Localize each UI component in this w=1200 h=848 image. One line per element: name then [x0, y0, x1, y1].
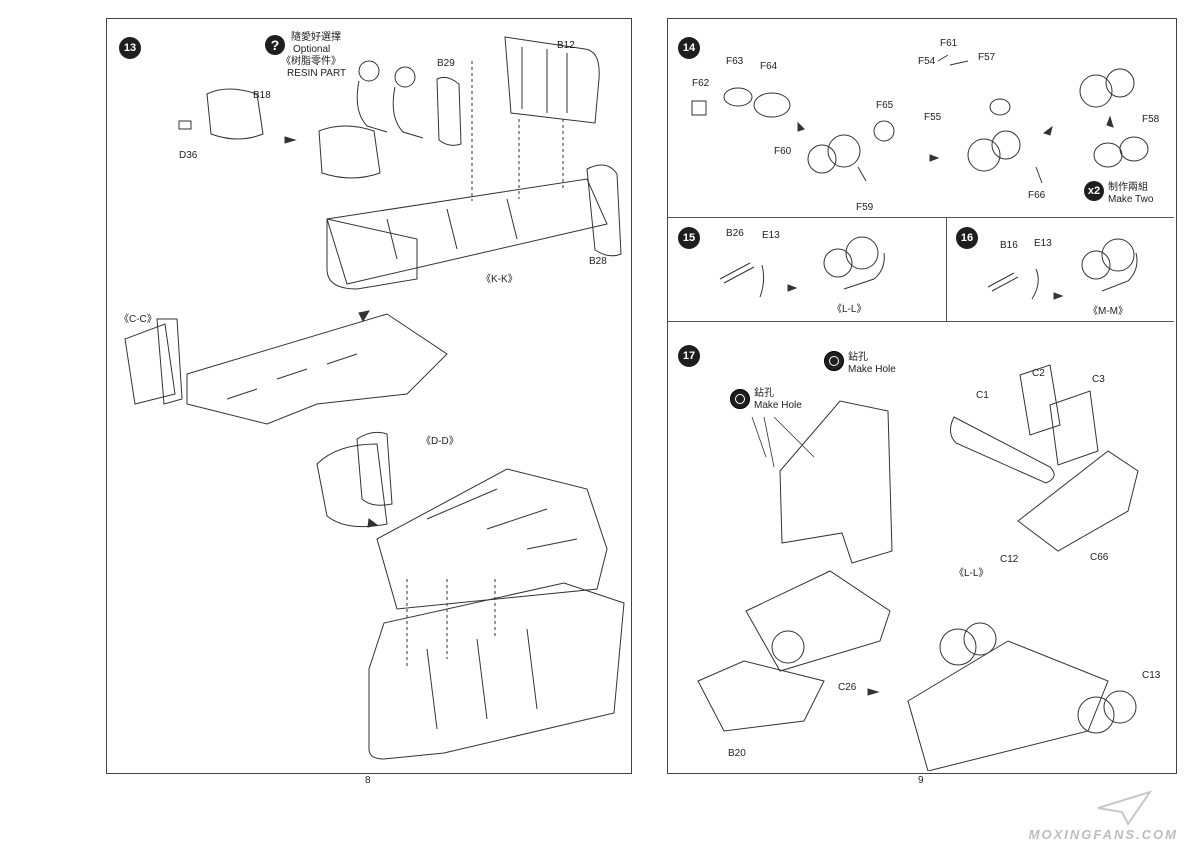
- part-label-F60: F60: [774, 146, 792, 157]
- step13-marker: 13: [119, 37, 141, 59]
- resin-en-label: RESIN PART: [287, 68, 347, 79]
- part-label-C3: C3: [1092, 374, 1105, 385]
- part-label-E13: E13: [1034, 238, 1052, 249]
- step15-illustration: [719, 236, 885, 298]
- part-label-C1: C1: [976, 390, 989, 401]
- page-number-right: 9: [918, 775, 924, 786]
- part-label-C2: C2: [1032, 368, 1045, 379]
- drill-hole-icon: [730, 389, 750, 409]
- part-label-F58: F58: [1142, 114, 1160, 125]
- optional-cn-label: 隨愛好選擇: [291, 32, 341, 43]
- step13-assembly-illustration: [124, 36, 625, 760]
- step-number: 14: [682, 42, 696, 54]
- step-number: 17: [682, 350, 696, 362]
- part-label-B16: B16: [1000, 240, 1018, 251]
- step16-panel: 16 B16 E13 《M-M》: [946, 217, 1174, 322]
- part-label-F66: F66: [1028, 190, 1046, 201]
- make-two-en-label: Make Two: [1108, 194, 1154, 205]
- part-label-F57: F57: [978, 52, 996, 63]
- part-label-F63: F63: [726, 56, 744, 67]
- make-two-cn-label: 制作兩組: [1108, 182, 1148, 193]
- step14-panel: 14 F63 F64 F62 F65 F60 F59 F61 F54 F57 F…: [668, 19, 1174, 218]
- drill2-en-label: Make Hole: [848, 364, 896, 375]
- left-page: 13 ? 隨愛好選擇 Optional 《树脂零件》 RESIN PART B1…: [106, 18, 632, 786]
- part-label-C12: C12: [1000, 554, 1019, 565]
- part-label-B29: B29: [437, 58, 455, 69]
- drill1-en-label: Make Hole: [754, 400, 802, 411]
- optional-en-label: Optional: [293, 44, 331, 55]
- step16-marker: 16: [956, 227, 978, 249]
- part-label-B12: B12: [557, 40, 575, 51]
- drill2-cn-label: 鉆孔: [848, 352, 868, 363]
- step14-engine-illustration: [691, 54, 1149, 184]
- assembly-label-LL: 《L-L》: [832, 304, 867, 315]
- make-two-badge: x2: [1084, 181, 1104, 201]
- part-label-C13: C13: [1142, 670, 1161, 681]
- part-label-F62: F62: [692, 78, 710, 89]
- step14-marker: 14: [678, 37, 700, 59]
- site-watermark: MOXINGFANS.COM: [1028, 827, 1178, 842]
- part-label-B26: B26: [726, 228, 744, 239]
- resin-cn-label: 《树脂零件》: [281, 56, 341, 67]
- multiplier-text: x2: [1087, 185, 1101, 197]
- assembly-label-DD: 《D-D》: [421, 436, 459, 447]
- assembly-label-LL: 《L-L》: [954, 568, 989, 579]
- step-number: 15: [682, 232, 696, 244]
- page-number-left: 8: [365, 775, 371, 786]
- right-page: 14 F63 F64 F62 F65 F60 F59 F61 F54 F57 F…: [667, 18, 1177, 786]
- assembly-label-CC: 《C-C》: [119, 314, 157, 325]
- paper-plane-logo-icon: [1097, 790, 1153, 826]
- step-number: 16: [960, 232, 974, 244]
- part-label-C26: C26: [838, 682, 857, 693]
- part-label-F65: F65: [876, 100, 894, 111]
- optional-info-icon: ?: [265, 35, 285, 55]
- part-label-D36: D36: [179, 150, 198, 161]
- part-label-F54: F54: [918, 56, 936, 67]
- part-label-F55: F55: [924, 112, 942, 123]
- step15-marker: 15: [678, 227, 700, 249]
- assembly-label-MM: 《M-M》: [1088, 306, 1128, 317]
- step17-panel: 17 鉆孔 Make Hole 鉆孔 Make Hole C1 C2 C3 C6…: [668, 321, 1174, 771]
- step-number: 13: [123, 42, 137, 54]
- drill-hole-icon: [824, 351, 844, 371]
- part-label-F64: F64: [760, 61, 778, 72]
- drill1-cn-label: 鉆孔: [754, 388, 774, 399]
- part-label-B28: B28: [589, 256, 607, 267]
- step17-floor-assembly-illustration: [697, 364, 1139, 771]
- step16-illustration: [987, 238, 1138, 300]
- step17-marker: 17: [678, 345, 700, 367]
- part-label-B20: B20: [728, 748, 746, 759]
- part-label-F61: F61: [940, 38, 958, 49]
- part-label-F59: F59: [856, 202, 874, 213]
- part-label-C66: C66: [1090, 552, 1109, 563]
- part-label-E13: E13: [762, 230, 780, 241]
- assembly-label-KK: 《K-K》: [481, 274, 518, 285]
- step15-panel: 15 B26 E13 《L-L》: [668, 217, 947, 322]
- part-label-B18: B18: [253, 90, 271, 101]
